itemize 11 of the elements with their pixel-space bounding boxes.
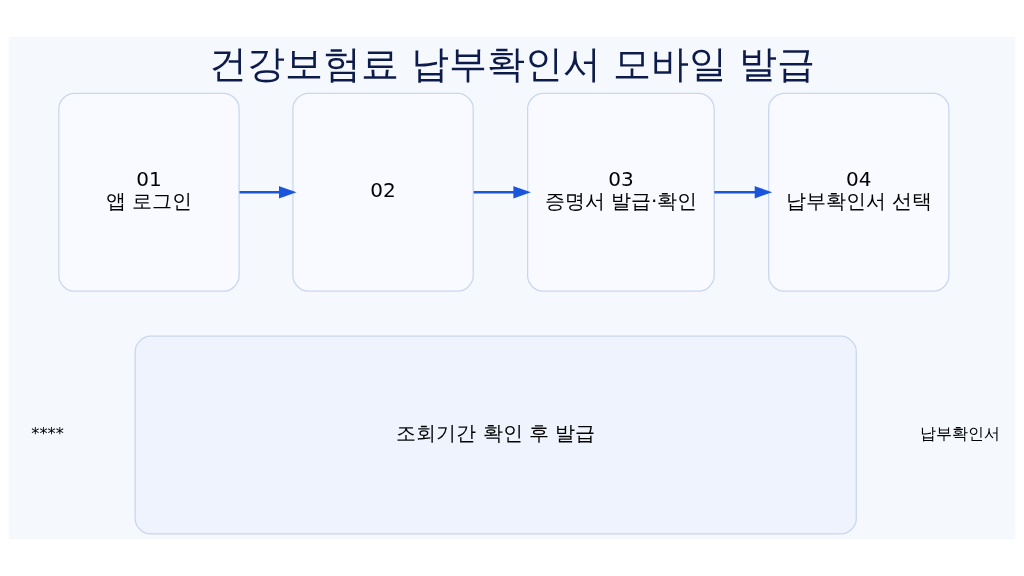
label: 납부확인서 — [920, 424, 1001, 444]
node-box: 03 증명서 발급·확인 — [527, 92, 715, 292]
label: **** — [31, 424, 64, 444]
arrow — [714, 186, 773, 199]
arrow — [239, 186, 297, 199]
diagram-title: 건강보험료 납부확인서 모바일 발급 — [209, 42, 815, 87]
node-box: 01 앱 로그인 — [58, 92, 240, 292]
node-box: 조회기간 확인 후 발급 — [134, 335, 857, 535]
node-box: 02 — [292, 92, 474, 292]
arrow — [473, 186, 531, 199]
node-box: 04 납부확인서 선택 — [768, 92, 950, 292]
